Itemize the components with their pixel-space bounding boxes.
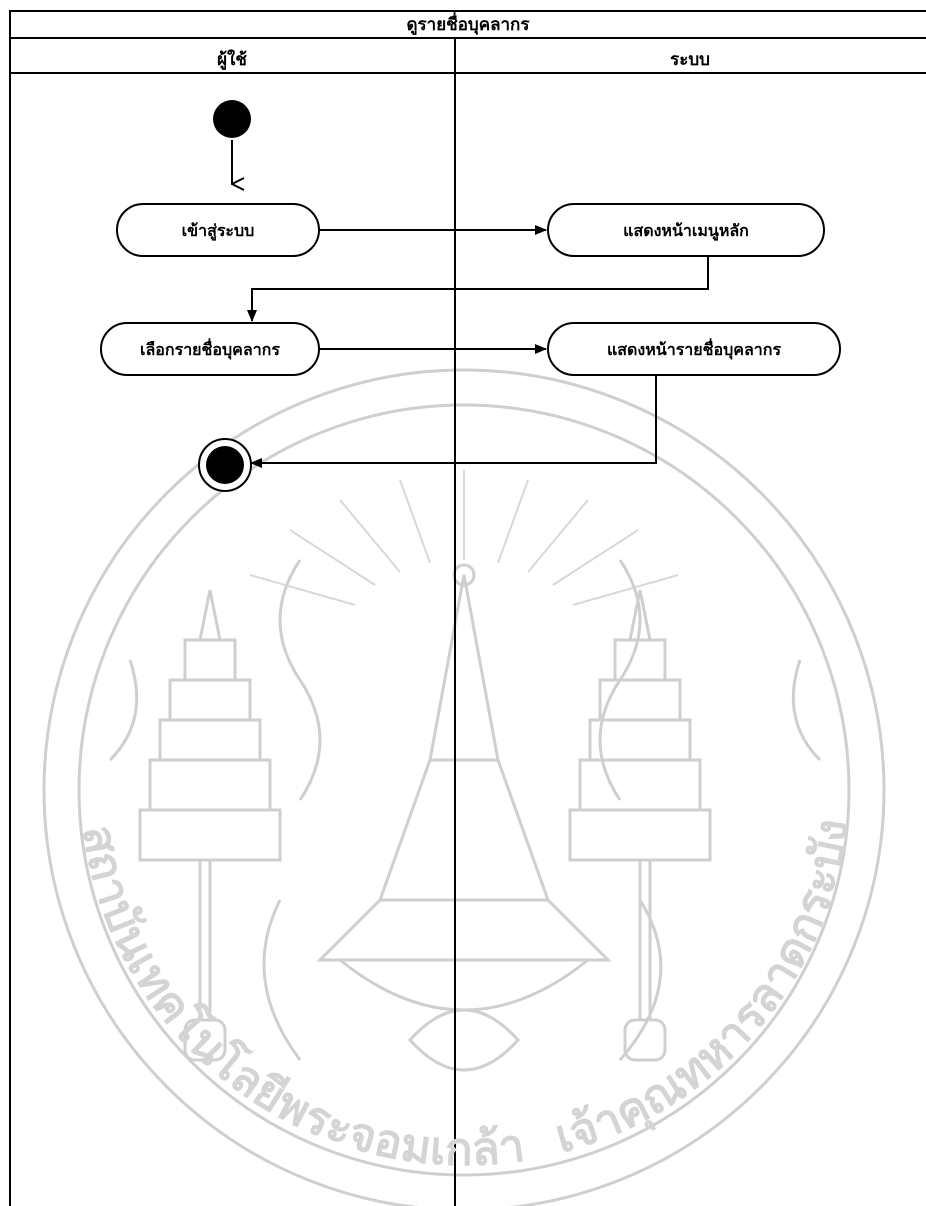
action-show-staff-list — [547, 322, 841, 376]
flow-show-list-to-final — [250, 375, 657, 468]
diagram-title: ดูรายชื่อบุคลากร — [407, 12, 531, 36]
diagram-frame — [9, 10, 926, 1206]
action-select-staff-list-label: เลือกรายชื่อบุคลากร — [140, 338, 280, 360]
watermark-text-left: สถาบันเทคโนโลยีพระจอมเกล้า — [72, 821, 528, 1176]
initial-node — [213, 100, 251, 138]
final-node — [198, 438, 252, 492]
watermark-seal — [42, 368, 886, 1206]
lane-header-system: ระบบ — [670, 50, 710, 70]
action-show-staff-list-label: แสดงหน้ารายชื่อบุคลากร — [607, 338, 782, 360]
action-show-main-menu — [547, 203, 825, 257]
action-login-label: เข้าสู่ระบบ — [182, 221, 255, 242]
lane-header-user: ผู้ใช้ — [217, 49, 247, 71]
action-show-main-menu-label: แสดงหน้าเมนูหลัก — [623, 221, 749, 242]
watermark-text-right: เจ้าคุณทหารลาดกระบัง — [549, 816, 859, 1164]
flow-menu-to-select — [247, 256, 709, 322]
